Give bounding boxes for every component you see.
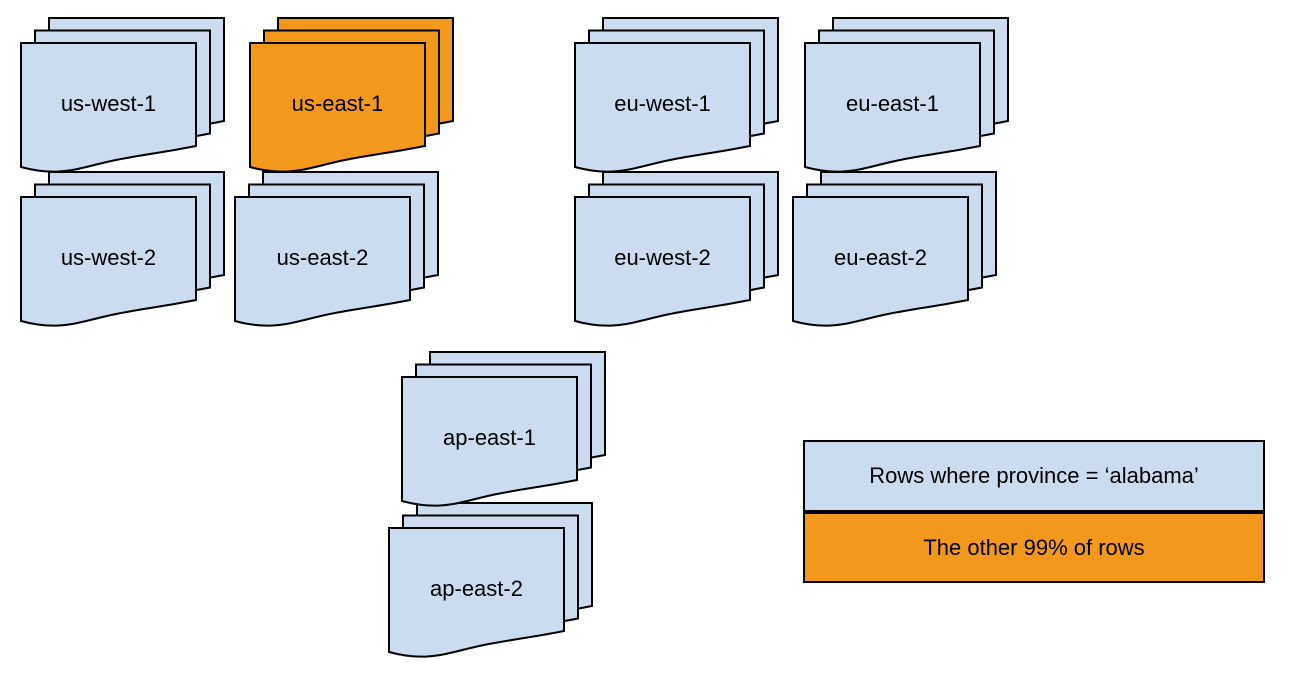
- partition-label: ap-east-1: [443, 425, 536, 450]
- partition-label: us-east-1: [291, 91, 384, 116]
- partition-label: eu-west-2: [614, 245, 711, 270]
- legend-item-label: Rows where province = ‘alabama’: [869, 463, 1199, 488]
- partition-stack-us-east-2: us-east-2: [234, 171, 439, 329]
- legend-item-alabama-rows: Rows where province = ‘alabama’: [803, 440, 1265, 512]
- document-stack-icon: [574, 17, 779, 173]
- partition-label: eu-east-2: [834, 245, 927, 270]
- partition-stack-us-west-1: us-west-1: [20, 17, 225, 175]
- partition-stack-us-west-2: us-west-2: [20, 171, 225, 329]
- document-stack-icon: [234, 171, 439, 327]
- partition-stack-eu-east-2: eu-east-2: [792, 171, 997, 329]
- partition-stack-ap-east-2: ap-east-2: [388, 502, 593, 660]
- document-stack-icon: [574, 171, 779, 327]
- partition-label: eu-east-1: [846, 91, 939, 116]
- partition-label: us-east-2: [276, 245, 369, 270]
- partition-stack-eu-west-2: eu-west-2: [574, 171, 779, 329]
- document-stack-icon: [249, 17, 454, 173]
- document-stack-icon: [388, 502, 593, 658]
- legend-item-other-rows: The other 99% of rows: [803, 512, 1265, 583]
- document-stack-icon: [20, 17, 225, 173]
- document-stack-icon: [804, 17, 1009, 173]
- partition-stack-us-east-1: us-east-1: [249, 17, 454, 175]
- partition-stack-eu-east-1: eu-east-1: [804, 17, 1009, 175]
- legend: Rows where province = ‘alabama’ The othe…: [803, 440, 1265, 583]
- document-stack-icon: [20, 171, 225, 327]
- document-stack-icon: [792, 171, 997, 327]
- document-stack-icon: [401, 351, 606, 507]
- partition-stack-eu-west-1: eu-west-1: [574, 17, 779, 175]
- partition-label: us-west-2: [60, 245, 157, 270]
- partition-label: ap-east-2: [430, 576, 523, 601]
- partition-stack-ap-east-1: ap-east-1: [401, 351, 606, 509]
- partition-label: eu-west-1: [614, 91, 711, 116]
- legend-item-label: The other 99% of rows: [923, 534, 1145, 560]
- partition-label: us-west-1: [60, 91, 157, 116]
